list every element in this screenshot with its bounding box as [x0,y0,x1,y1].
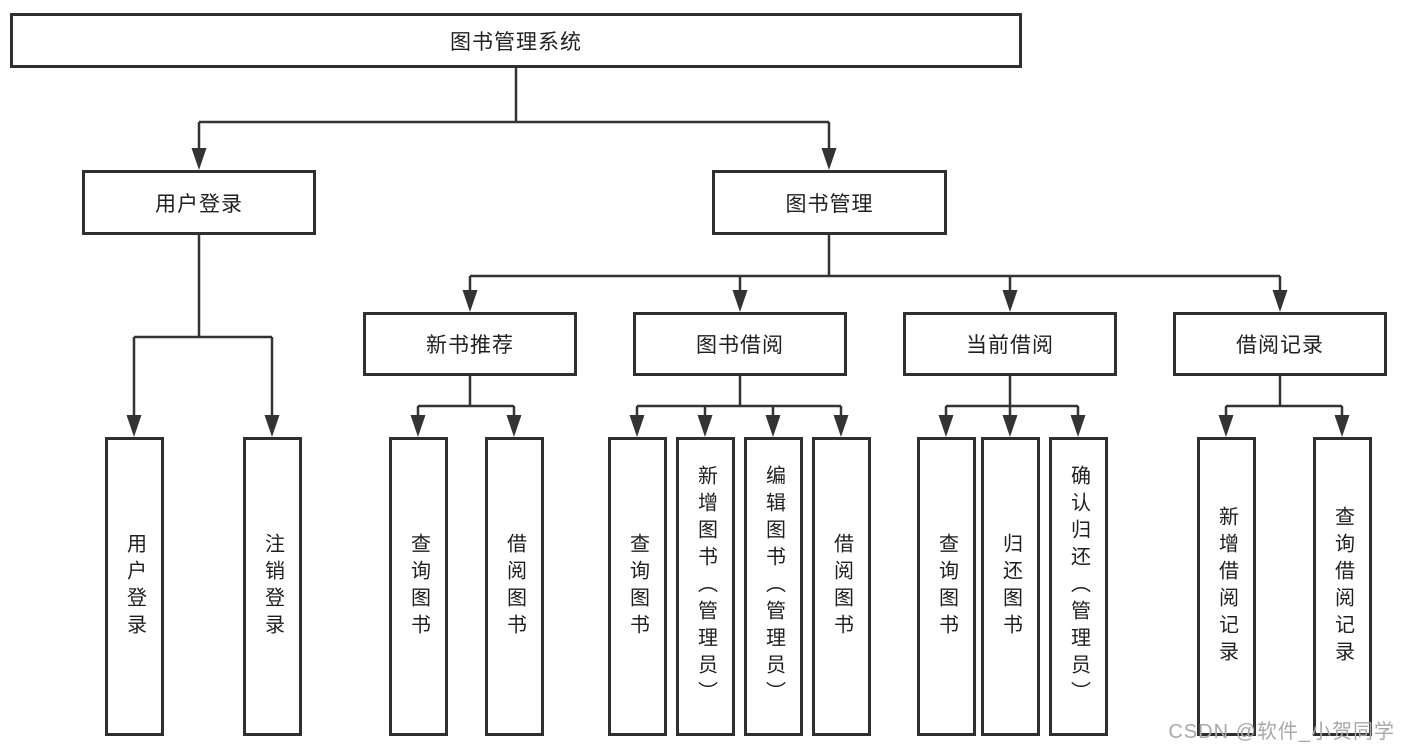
leaf-label: 确认归还（管理员） [1067,465,1090,708]
node-borrowing-records: 借阅记录 [1173,312,1387,376]
leaf-add-borrow-record: 新增借阅记录 [1197,437,1256,736]
leaf-label: 归还图书 [999,532,1022,641]
leaf-label: 注销登录 [261,532,284,641]
node-current-borrowing: 当前借阅 [903,312,1117,376]
leaf-query-books-recommend: 查询图书 [389,437,448,736]
node-library-management-system: 图书管理系统 [10,13,1022,68]
node-label: 新书推荐 [426,334,514,357]
leaf-label: 编辑图书（管理员） [762,465,785,708]
leaf-user-login: 用户登录 [105,437,164,736]
node-label: 图书管理系统 [450,30,582,54]
leaf-query-books-current: 查询图书 [917,437,976,736]
leaf-label: 借阅图书 [830,532,853,641]
leaf-logout: 注销登录 [243,437,302,736]
leaf-label: 查询借阅记录 [1331,505,1354,668]
leaf-label: 用户登录 [123,532,146,641]
leaf-return-books: 归还图书 [981,437,1040,736]
node-user-login: 用户登录 [82,170,316,235]
node-book-borrowing: 图书借阅 [633,312,847,376]
node-book-management: 图书管理 [712,170,947,235]
leaf-borrow-books: 借阅图书 [812,437,871,736]
leaf-query-books-borrow: 查询图书 [608,437,667,736]
leaf-label: 新增图书（管理员） [694,465,717,708]
leaf-edit-books-admin: 编辑图书（管理员） [744,437,803,736]
leaf-label: 借阅图书 [503,532,526,641]
leaf-label: 查询图书 [935,532,958,641]
node-label: 用户登录 [155,192,243,216]
node-label: 当前借阅 [966,334,1054,357]
leaf-add-books-admin: 新增图书（管理员） [676,437,735,736]
watermark: CSDN @软件_小贺同学 [1168,721,1395,743]
node-label: 图书借阅 [696,334,784,357]
arrowhead-icons [126,148,1350,437]
node-new-book-recommendation: 新书推荐 [363,312,577,376]
node-label: 图书管理 [785,192,874,216]
leaf-label: 查询图书 [407,532,430,641]
node-label: 借阅记录 [1236,334,1324,357]
leaf-label: 查询图书 [626,532,649,641]
leaf-label: 新增借阅记录 [1215,505,1238,668]
leaf-query-borrow-record: 查询借阅记录 [1313,437,1372,736]
leaf-confirm-return-admin: 确认归还（管理员） [1049,437,1108,736]
leaf-borrow-books-recommend: 借阅图书 [485,437,544,736]
